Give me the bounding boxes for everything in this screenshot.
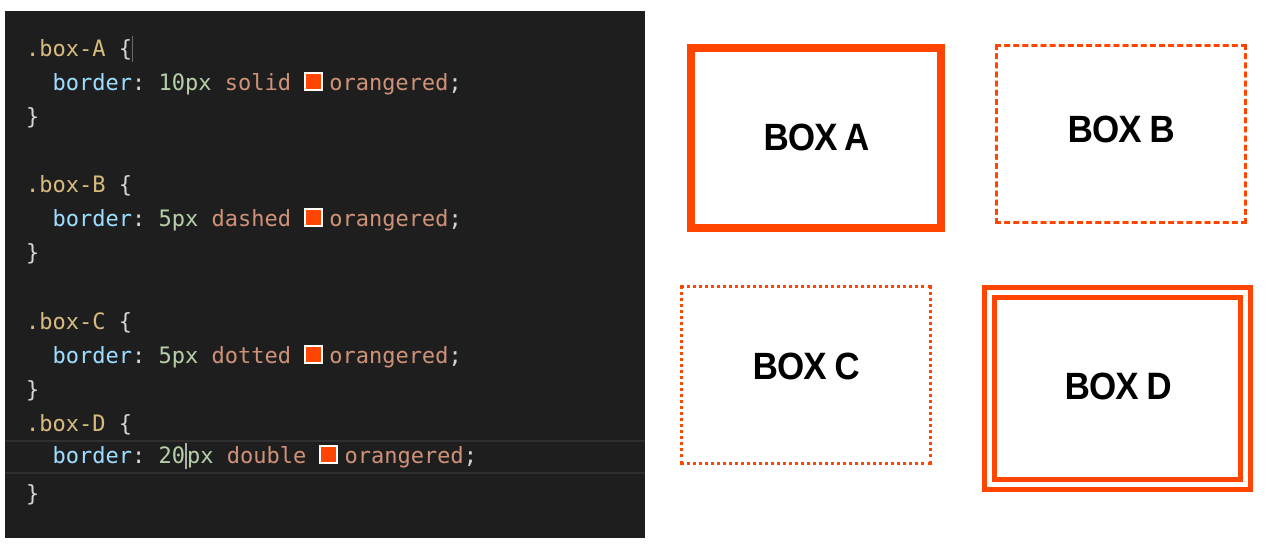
code-line-active[interactable]: border: 20px double orangered; — [5, 440, 645, 474]
color-swatch-icon[interactable] — [304, 345, 324, 364]
box-a: BOX A — [687, 44, 945, 232]
box-b-label: BOX B — [1067, 108, 1175, 151]
semicolon: ; — [448, 344, 462, 369]
close-brace: } — [26, 241, 40, 266]
border-color-value: orangered — [329, 207, 449, 232]
semicolon: ; — [448, 207, 462, 232]
colon: : — [131, 444, 146, 469]
color-swatch-icon[interactable] — [319, 445, 339, 464]
close-brace: } — [26, 378, 40, 403]
css-selector: .box-C — [26, 310, 106, 335]
css-property: border — [52, 207, 132, 232]
color-swatch-icon[interactable] — [304, 72, 324, 91]
border-width-value: 20 — [158, 444, 185, 469]
border-style-value: double — [226, 444, 307, 469]
code-line[interactable]: } — [26, 478, 39, 512]
css-property: border — [52, 71, 132, 96]
colon: : — [131, 344, 146, 369]
code-line[interactable]: .box-A { — [26, 33, 133, 67]
code-line[interactable]: border: 10px solid orangered; — [26, 67, 462, 101]
box-c: BOX C — [680, 285, 932, 465]
colon: : — [131, 207, 146, 232]
code-line[interactable]: .box-B { — [26, 169, 132, 203]
code-line[interactable]: .box-D { — [26, 408, 132, 442]
css-property: border — [52, 344, 132, 369]
text-cursor — [131, 36, 133, 62]
code-editor[interactable]: .box-A { border: 10px solid orangered; }… — [5, 11, 645, 538]
css-selector: .box-A — [26, 37, 106, 62]
box-a-label: BOX A — [763, 116, 870, 159]
code-line[interactable]: .box-C { — [26, 306, 132, 340]
box-b: BOX B — [995, 44, 1247, 224]
code-line[interactable]: } — [26, 101, 39, 135]
border-color-value: orangered — [344, 444, 464, 469]
box-d-label: BOX D — [1064, 366, 1171, 408]
border-style-value: solid — [224, 71, 291, 96]
open-brace: { — [118, 412, 132, 437]
css-selector: .box-D — [26, 412, 106, 437]
semicolon: ; — [463, 444, 477, 469]
color-swatch-icon[interactable] — [304, 208, 324, 227]
open-brace: { — [118, 173, 132, 198]
border-width-value: 10px — [158, 71, 212, 96]
code-line[interactable]: border: 5px dashed orangered; — [26, 203, 462, 237]
box-c-label: BOX C — [752, 345, 860, 388]
box-d: BOX D — [982, 285, 1253, 492]
open-brace: { — [118, 310, 132, 335]
border-style-value: dotted — [211, 344, 291, 369]
text-cursor — [184, 443, 187, 469]
colon: : — [131, 71, 146, 96]
border-width-value: 5px — [158, 344, 199, 369]
close-brace: } — [26, 482, 40, 507]
border-width-value: 5px — [158, 207, 199, 232]
code-line[interactable]: } — [26, 237, 39, 271]
border-style-value: dashed — [211, 207, 291, 232]
open-brace: { — [118, 37, 132, 62]
code-line[interactable]: border: 5px dotted orangered; — [26, 340, 462, 374]
border-width-unit: px — [186, 444, 214, 469]
semicolon: ; — [448, 71, 462, 96]
css-property: border — [52, 444, 132, 469]
close-brace: } — [26, 105, 40, 130]
css-selector: .box-B — [26, 173, 106, 198]
border-color-value: orangered — [329, 344, 449, 369]
border-color-value: orangered — [329, 71, 449, 96]
code-line[interactable]: } — [26, 374, 39, 408]
